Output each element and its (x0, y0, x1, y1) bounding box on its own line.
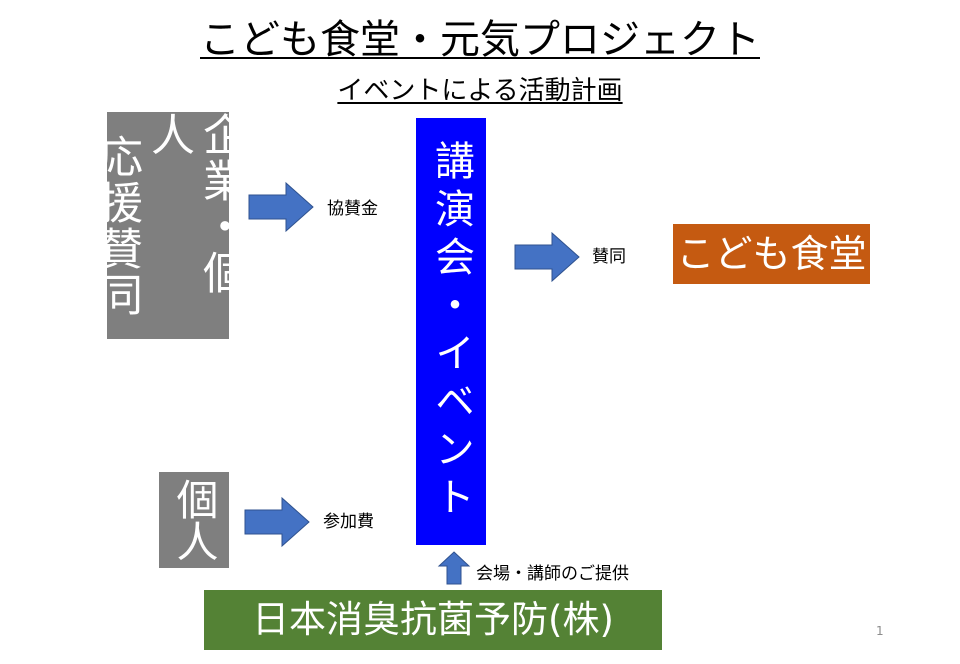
event-label: 講演会・イベント (428, 139, 474, 524)
participation-arrow-icon (244, 496, 310, 548)
individual-label: 個人 (170, 478, 219, 562)
sponsor-box: 応援賛同 企業・個人 (91, 112, 246, 339)
venue-up-arrow-icon (437, 551, 471, 585)
participation-fee-label: 参加費 (323, 512, 374, 532)
sponsor-fee-label: 協賛金 (327, 199, 378, 219)
venue-label: 会場・講師のご提供 (476, 564, 629, 584)
page-subtitle: イベントによる活動計画 (337, 76, 623, 106)
sponsor-line-2: 企業・個人 (143, 112, 246, 296)
page-title: こども食堂・元気プロジェクト (200, 17, 760, 63)
individual-box: 個人 (159, 472, 229, 568)
sponsor-line-1: 応援賛同 (91, 133, 142, 318)
company-box: 日本消臭抗菌予防(株) (204, 590, 662, 650)
endorse-arrow-icon (514, 231, 580, 283)
kodomo-shokudo-box: こども食堂 (673, 224, 870, 284)
event-box: 講演会・イベント (416, 118, 486, 545)
page-number: 1 (876, 624, 884, 638)
sponsor-arrow-icon (248, 181, 314, 233)
endorse-label: 賛同 (592, 247, 626, 267)
